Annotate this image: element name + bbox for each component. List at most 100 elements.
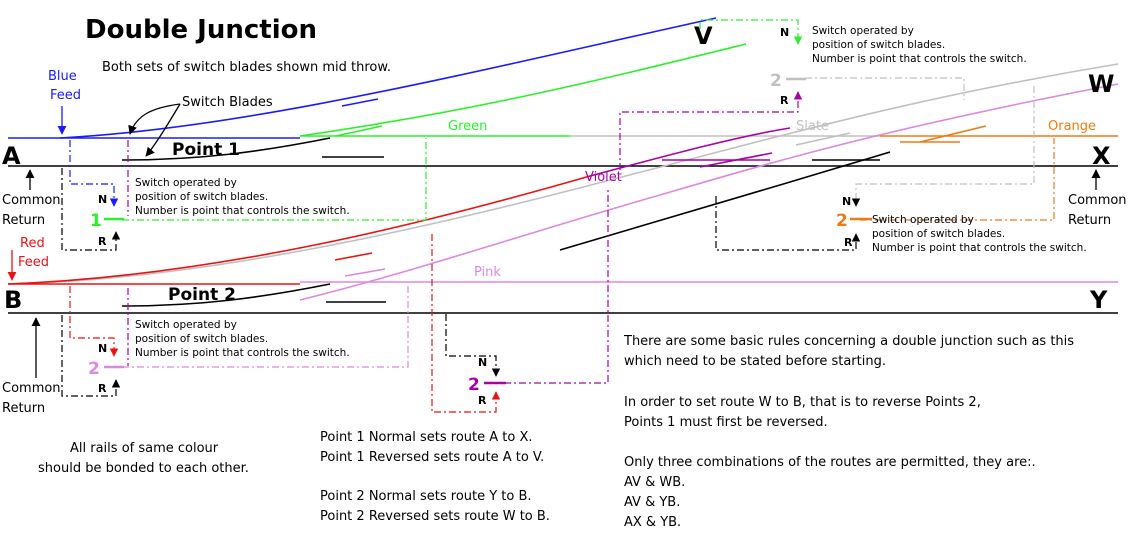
route-3: Point 2 Normal sets route Y to B. (320, 489, 532, 504)
subtitle: Both sets of switch blades shown mid thr… (102, 60, 391, 75)
wire-orange-right-switch (860, 138, 1055, 221)
switch1-n: N (98, 193, 107, 206)
green-label: Green (448, 119, 487, 134)
rule-5: Only three combinations of the routes ar… (624, 455, 1036, 470)
bonding-note-2: should be bonded to each other. (38, 461, 249, 476)
wire-green-top-switch (699, 19, 803, 45)
rail-slate-crossing (7, 63, 1119, 285)
wire-slate-right-switch (851, 86, 1035, 207)
red-feed-label-1: Red (20, 236, 45, 251)
rule-3: In order to set route W to B, that is to… (624, 395, 981, 410)
rail-red-checkrail (334, 252, 373, 261)
rail-green-switchblade (335, 125, 383, 137)
rail-slate-frog (795, 132, 851, 146)
rail-lower-main (8, 281, 1118, 314)
switch-right-note-3: Number is point that controls the switch… (872, 242, 1087, 254)
switch2-r: R (98, 382, 107, 395)
common-label-a: Common (2, 193, 61, 208)
switch-blades-label: Switch Blades (182, 95, 273, 110)
switch-right-note-1: Switch operated by (872, 214, 974, 226)
wire-black-right-switch (715, 196, 861, 251)
switch-top-note-1: Switch operated by (812, 25, 914, 37)
return-label-x: Return (1068, 213, 1111, 228)
switch-top-note-3: Number is point that controls the switch… (812, 53, 1027, 65)
terminal-y: Y (1089, 286, 1108, 314)
switch-mid-n: N (478, 356, 487, 369)
rail-orange-frog-wing (919, 125, 987, 143)
pink-label: Pink (474, 265, 501, 280)
switch-top-r: R (780, 94, 789, 107)
rail-upper-main (8, 135, 1118, 167)
wire-pink-switch2 (122, 284, 409, 368)
switch-right-note-2: position of switch blades. (872, 228, 1005, 240)
wire-violet-mid-switch (504, 188, 609, 384)
common-label-b: Common (2, 381, 61, 396)
violet-label: Violet (585, 170, 622, 185)
rail-red-crossing (7, 175, 591, 285)
rule-6: AV & WB. (624, 475, 685, 490)
return-label-b: Return (2, 401, 45, 416)
switch2-note-2: position of switch blades. (135, 333, 268, 345)
switch-top-number: 2 (770, 71, 782, 91)
wire-common-switch1 (61, 168, 121, 251)
switch-right-number: 2 (836, 211, 848, 231)
wire-black-mid-switch (445, 314, 501, 377)
wire-blue-feed (69, 140, 119, 207)
rule-2: which need to be stated before starting. (624, 354, 886, 369)
terminal-x: X (1092, 142, 1111, 170)
switch1-number: 1 (90, 211, 102, 231)
rail-point1-blade (121, 137, 331, 161)
wire-red-feed (69, 286, 119, 357)
rule-8: AX & YB. (624, 515, 681, 530)
slate-label: Slate (796, 119, 829, 134)
return-label-a: Return (2, 213, 45, 228)
rail-violet-crossing (589, 127, 791, 177)
blue-feed-label-2: Feed (50, 88, 81, 103)
switch2-number: 2 (88, 359, 100, 379)
rail-point2-blade (121, 283, 331, 307)
bonding-note-1: All rails of same colour (70, 441, 219, 456)
switch-top-note-2: position of switch blades. (812, 39, 945, 51)
wire-slate-top-switch (805, 77, 965, 100)
switch1-note-2: position of switch blades. (135, 191, 268, 203)
switch1-r: R (98, 235, 107, 248)
terminal-a: A (2, 142, 21, 170)
rail-blue-checkrail (341, 98, 379, 107)
terminal-v: V (694, 22, 713, 50)
common-label-x: Common (1068, 193, 1127, 208)
switch-right-n: N (842, 195, 851, 208)
terminal-b: B (4, 286, 22, 314)
switch1-note-3: Number is point that controls the switch… (135, 205, 350, 217)
rule-7: AV & YB. (624, 495, 680, 510)
switch1-note-1: Switch operated by (135, 177, 237, 189)
rail-pink-crossing (299, 83, 1119, 301)
terminal-w: W (1088, 70, 1114, 98)
switch2-note-3: Number is point that controls the switch… (135, 347, 350, 359)
switch-mid-r: R (478, 394, 487, 407)
rule-1: There are some basic rules concerning a … (623, 334, 1074, 349)
wire-violet-top-switch (619, 91, 803, 170)
route-1: Point 1 Normal sets route A to X. (320, 430, 532, 445)
rail-green-diverging (299, 43, 747, 137)
wire-common-switch2 (61, 315, 121, 397)
switch-top-n: N (780, 26, 789, 39)
orange-label: Orange (1048, 119, 1096, 134)
blue-feed-label-1: Blue (48, 69, 77, 84)
rail-pink-checkrail (344, 268, 386, 277)
rule-4: Points 1 must first be reversed. (624, 415, 828, 430)
point1-label: Point 1 (172, 140, 240, 160)
rail-blue-diverging (59, 17, 717, 139)
red-feed-label-2: Feed (18, 255, 49, 270)
switch-right-r: R (844, 236, 853, 249)
page-title: Double Junction (85, 15, 317, 45)
rail-black-crossing (559, 151, 891, 251)
rail-violet-frog-wing (699, 152, 773, 168)
wire-green-switch1 (122, 138, 427, 221)
switch-blades-arrow-1 (128, 103, 181, 135)
switch-blades-arrow-2 (145, 103, 181, 157)
route-2: Point 1 Reversed sets route A to V. (320, 450, 544, 465)
wire-red-mid-switch (431, 234, 501, 413)
point2-label: Point 2 (168, 285, 236, 305)
